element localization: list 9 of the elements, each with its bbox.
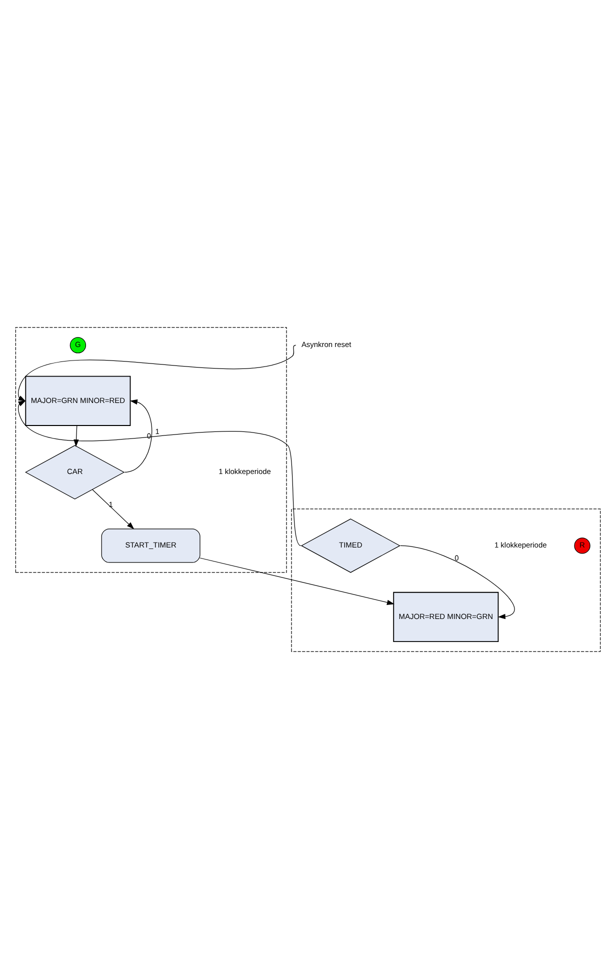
arrow [124,398,152,472]
arrow [74,424,79,446]
cluster [291,508,601,652]
arrow [200,557,394,604]
arrow [18,400,302,546]
arrow [92,488,134,529]
arrow [400,544,515,619]
arrow [18,344,296,401]
cluster [15,326,287,572]
